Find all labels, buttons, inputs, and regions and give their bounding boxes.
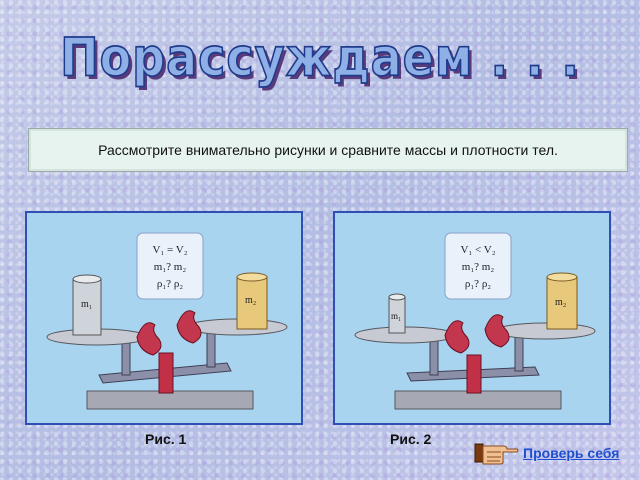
- pointing-hand-icon: [474, 443, 519, 465]
- figure-2-panel: m₁ m₂ V₁ < V₂ m₁? m₂ ρ₁? ρ₂: [333, 211, 611, 425]
- formula-line-density: ρ₁? ρ₂: [157, 278, 183, 290]
- scale-post: [466, 354, 482, 394]
- bird-ornament-left: [136, 322, 162, 356]
- check-yourself-button[interactable]: Проверь себя: [473, 438, 633, 468]
- figure-2-caption: Рис. 2: [390, 431, 432, 447]
- formula-line-density: ρ₁? ρ₂: [465, 278, 491, 290]
- bird-ornament-right: [176, 310, 202, 344]
- right-pan: [494, 322, 596, 340]
- instruction-banner: Рассмотрите внимательно рисунки и сравни…: [28, 128, 628, 172]
- figure-1-panel: m₁ m₂ V₁ = V₂ m₁? m₂ ρ₁? ρ₂: [25, 211, 303, 425]
- left-mass-label: m₁: [391, 311, 401, 321]
- bird-ornament-left: [444, 320, 470, 354]
- scale-illustration-2: m₁ m₂ V₁ < V₂ m₁? m₂ ρ₁? ρ₂: [354, 232, 596, 410]
- page-title: Порассуждаем . . .: [59, 25, 580, 89]
- right-mass-label: m₂: [245, 295, 256, 306]
- scale-base: [394, 390, 562, 410]
- scale-illustration-1: m₁ m₂ V₁ = V₂ m₁? m₂ ρ₁? ρ₂: [46, 232, 288, 410]
- formula-line-mass: m₁? m₂: [462, 261, 495, 273]
- scale-base: [86, 390, 254, 410]
- bird-ornament-right: [484, 314, 510, 348]
- formula-line-mass: m₁? m₂: [154, 261, 187, 273]
- formula-box: [136, 232, 204, 300]
- check-yourself-link[interactable]: Проверь себя: [523, 445, 620, 461]
- formula-box: [444, 232, 512, 300]
- left-mass-label: m₁: [81, 299, 92, 310]
- right-mass-label: m₂: [555, 297, 566, 308]
- scale-post: [158, 352, 174, 394]
- formula-line-volume: V₁ < V₂: [460, 244, 495, 256]
- instruction-text: Рассмотрите внимательно рисунки и сравни…: [98, 142, 558, 158]
- formula-line-volume: V₁ = V₂: [152, 244, 187, 256]
- figure-1-caption: Рис. 1: [145, 431, 187, 447]
